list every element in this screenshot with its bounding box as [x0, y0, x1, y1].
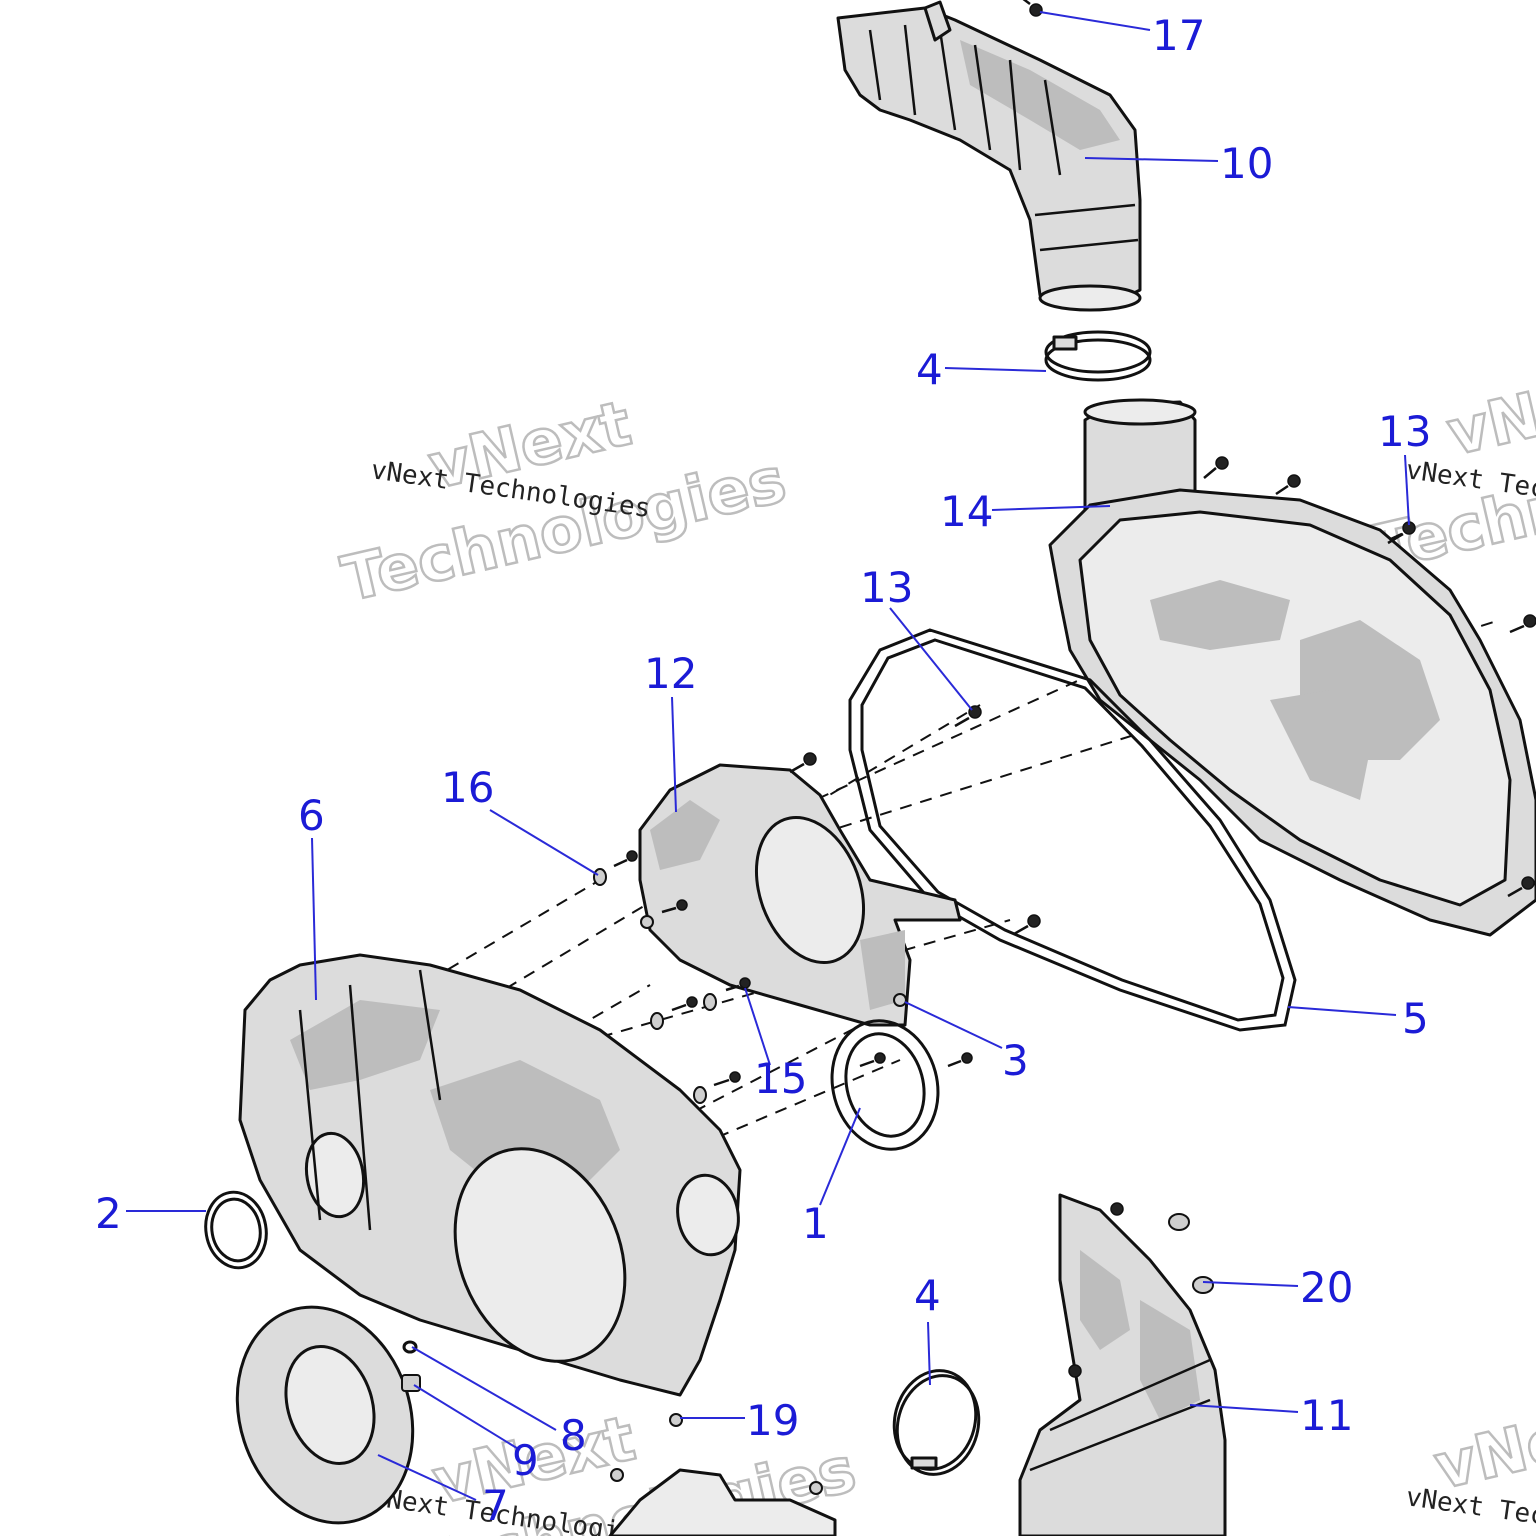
- callout-4-bottom: 4: [914, 1271, 941, 1320]
- screw-shroud-2: [613, 850, 638, 868]
- inner-shroud-part-12: [638, 763, 962, 1027]
- screw-ring-1: [859, 1052, 886, 1068]
- callout-labels: 17 10 4 13 14 13 12 16 6 5 3 15 1 2 20 4…: [95, 11, 1431, 1530]
- clutch-housing-part-14: [1048, 398, 1536, 937]
- callout-3: 3: [1002, 1036, 1029, 1085]
- screw-bracket-1: [610, 1468, 624, 1482]
- screw-gasket-1: [1013, 914, 1041, 936]
- plug-9: [401, 1374, 421, 1392]
- clutch-cover-part-6: [238, 953, 742, 1397]
- callout-16: 16: [441, 763, 494, 812]
- o-ring-part-2: [204, 1190, 268, 1270]
- watermark-bottom-right: vNext: [1427, 1385, 1536, 1505]
- hose-clamp-part-4-bottom: [892, 1369, 981, 1476]
- hose-clamp-part-4-top: [1044, 330, 1152, 382]
- screw-3: [893, 993, 907, 1007]
- screw-shroud-4: [661, 899, 688, 914]
- screw-13-mid: [954, 705, 982, 728]
- mounting-bracket: [608, 1468, 837, 1536]
- screw-housing-3: [1509, 614, 1536, 634]
- screw-shroud-3: [640, 915, 654, 929]
- screw-17: [1022, 0, 1043, 17]
- bearing-cover-part-7: [235, 1305, 415, 1525]
- callout-13-right: 13: [1378, 407, 1431, 456]
- callout-2: 2: [95, 1189, 122, 1238]
- outlet-duct-part-11: [1018, 1193, 1227, 1536]
- callout-11: 11: [1300, 1391, 1353, 1440]
- callout-17: 17: [1152, 11, 1205, 60]
- callout-7: 7: [482, 1481, 509, 1530]
- washer-8: [402, 1340, 418, 1354]
- gasket-seal-part-5: [848, 628, 1297, 1032]
- screw-15-b: [671, 996, 698, 1012]
- screw-ring-2: [947, 1052, 973, 1068]
- washer-15-b: [650, 1012, 664, 1030]
- callout-14: 14: [940, 487, 993, 536]
- washer-16: [593, 868, 607, 886]
- screw-shroud-1: [789, 752, 817, 774]
- callout-10: 10: [1220, 139, 1273, 188]
- watermark-outline-right-1: vNext: [1441, 353, 1536, 470]
- screw-19: [669, 1413, 683, 1427]
- screw-bracket-2: [809, 1481, 823, 1495]
- callout-12: 12: [644, 649, 697, 698]
- screw-duct-2: [1068, 1364, 1082, 1378]
- callout-13-mid: 13: [860, 563, 913, 612]
- screw-15-a: [725, 977, 751, 992]
- callout-8: 8: [560, 1411, 587, 1460]
- washer-cover-1: [693, 1086, 707, 1104]
- leader-lines: [126, 11, 1410, 1501]
- watermark-serif-bottom-right: vNext Technologies: [1404, 1482, 1536, 1536]
- screw-housing-4: [1507, 876, 1535, 898]
- callout-1: 1: [802, 1199, 829, 1248]
- callout-20: 20: [1300, 1263, 1353, 1312]
- fasteners: [401, 0, 1536, 1495]
- washer-15-a: [703, 993, 717, 1011]
- callout-6: 6: [298, 791, 325, 840]
- callout-19: 19: [746, 1396, 799, 1445]
- screw-housing-1: [1203, 456, 1229, 479]
- grommet-20: [1192, 1276, 1214, 1294]
- intake-duct-part-10: [836, 0, 1142, 312]
- callout-5: 5: [1402, 994, 1429, 1043]
- plug-duct: [1168, 1213, 1190, 1231]
- callout-4-top: 4: [916, 345, 943, 394]
- seal-ring-part-1: [830, 1019, 940, 1151]
- callout-15: 15: [754, 1054, 807, 1103]
- screw-duct-1: [1110, 1202, 1124, 1216]
- callout-9: 9: [512, 1436, 539, 1485]
- watermark-outline-bottom-right: vNext: [1428, 1387, 1536, 1504]
- screw-housing-2: [1275, 474, 1301, 496]
- screw-cover-1: [713, 1071, 741, 1087]
